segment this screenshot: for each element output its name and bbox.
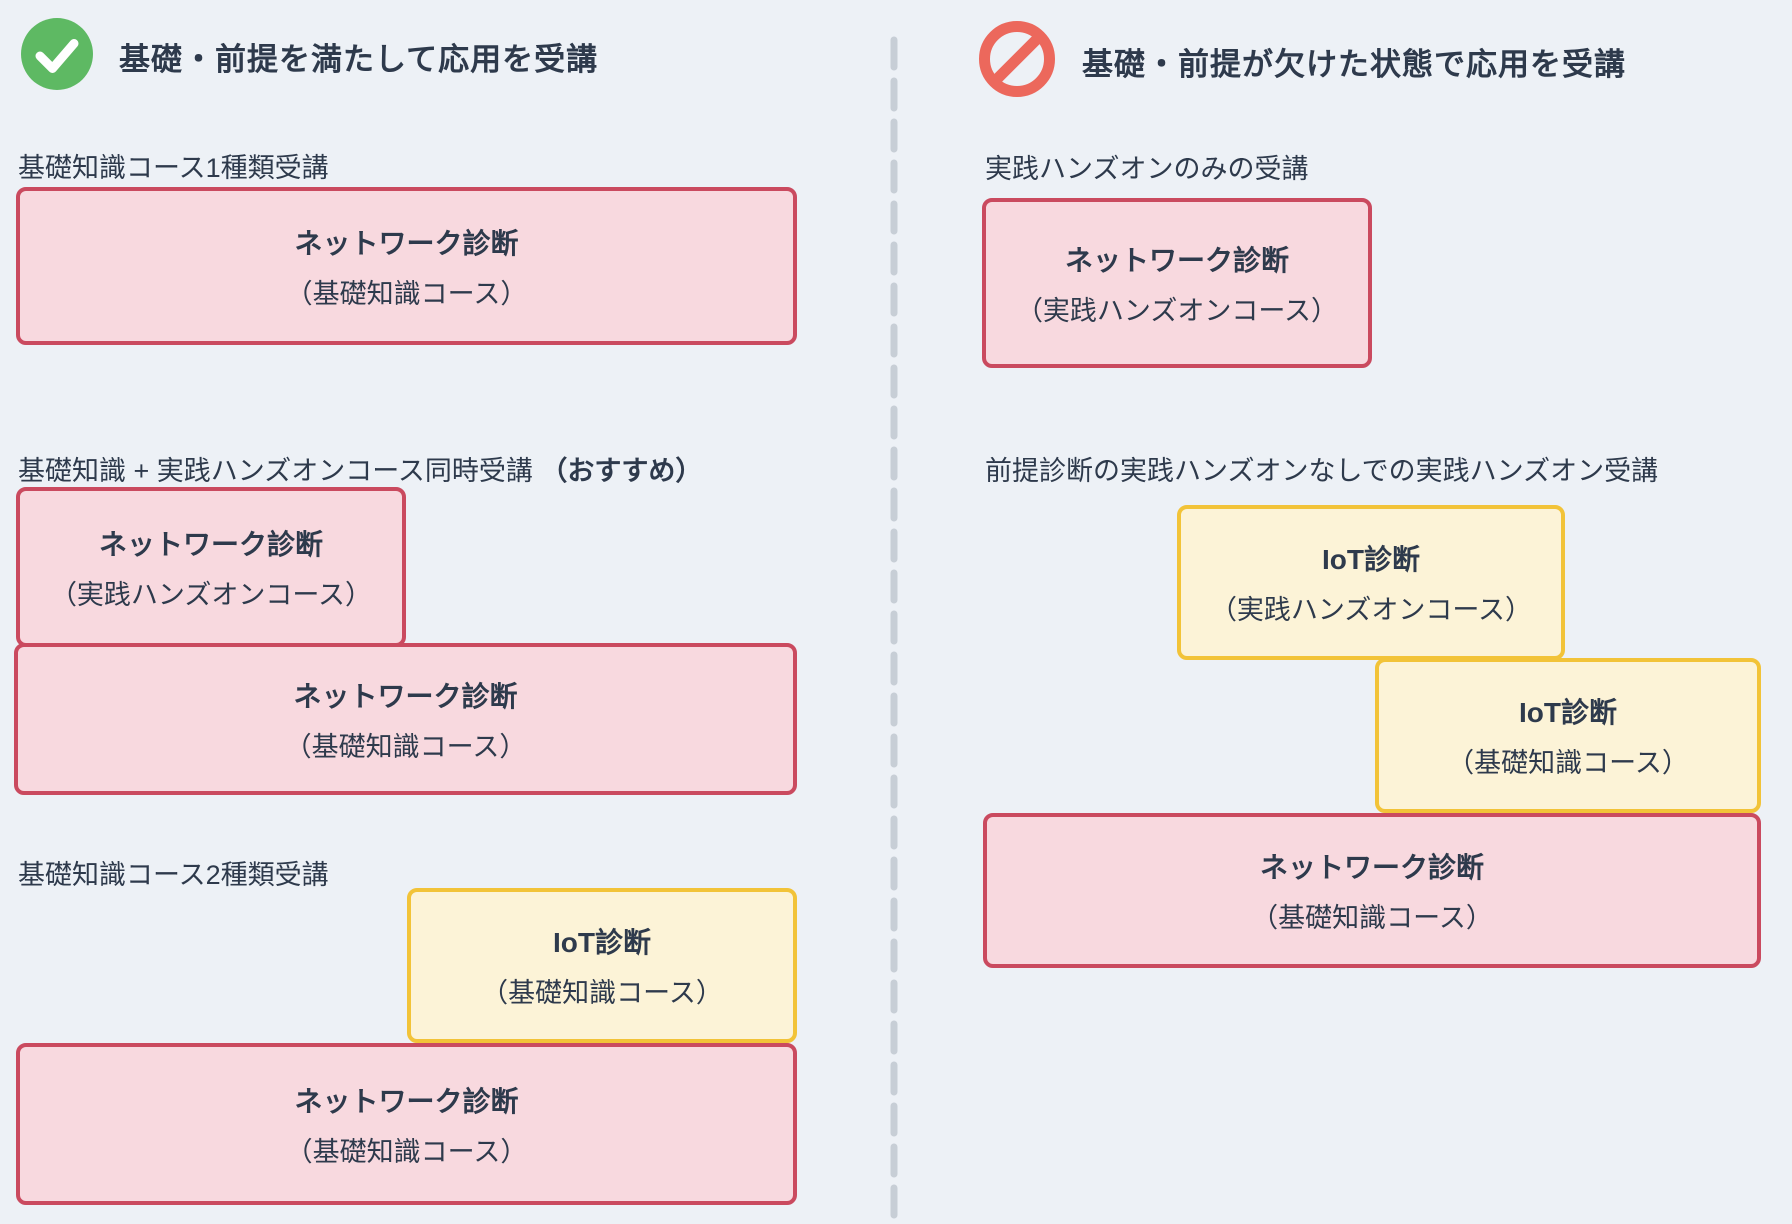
box-title: ネットワーク診断 (294, 227, 519, 259)
box-title: IoT診断 (1322, 544, 1420, 575)
left-section2-label: 基礎知識 + 実践ハンズオンコース同時受講 （おすすめ） (18, 449, 702, 488)
box-subtitle: （基礎知識コース） (481, 978, 723, 1008)
box-title: ネットワーク診断 (98, 528, 323, 560)
left-section2-label-emphasis: （おすすめ） (540, 456, 703, 486)
left-section3-label: 基礎知識コース2種類受講 (18, 860, 329, 890)
prohibition-icon (978, 20, 1056, 103)
box-title: IoT診断 (1519, 697, 1617, 728)
box-subtitle: （基礎知識コース） (1251, 903, 1493, 933)
check-circle-icon (21, 18, 93, 95)
box-subtitle: （実践ハンズオンコース） (1209, 595, 1533, 625)
box-network-basic-1: ネットワーク診断 （基礎知識コース） (16, 187, 797, 345)
box-iot-handson-right: IoT診断 （実践ハンズオンコース） (1177, 505, 1565, 660)
box-network-basic-3: ネットワーク診断 （基礎知識コース） (16, 1043, 797, 1205)
box-subtitle: （基礎知識コース） (285, 278, 528, 309)
left-header-title: 基礎・前提を満たして応用を受講 (119, 42, 599, 77)
box-network-basic-2: ネットワーク診断 （基礎知識コース） (14, 643, 797, 795)
box-title: ネットワーク診断 (1259, 852, 1484, 883)
box-subtitle: （基礎知識コース） (284, 731, 527, 762)
box-network-handson-only: ネットワーク診断 （実践ハンズオンコース） (982, 198, 1372, 368)
right-header-title: 基礎・前提が欠けた状態で応用を受講 (1082, 47, 1626, 82)
box-subtitle: （基礎知識コース） (1447, 748, 1689, 778)
left-header: 基礎・前提を満たして応用を受講 (21, 18, 598, 95)
dashed-divider (890, 36, 898, 1224)
box-subtitle: （実践ハンズオンコース） (49, 579, 373, 610)
box-iot-basic-left: IoT診断 （基礎知識コース） (407, 888, 797, 1043)
box-network-basic-right: ネットワーク診断 （基礎知識コース） (983, 813, 1761, 968)
box-subtitle: （実践ハンズオンコース） (1015, 295, 1339, 326)
box-title: ネットワーク診断 (293, 680, 518, 712)
box-iot-basic-right: IoT診断 （基礎知識コース） (1375, 658, 1761, 813)
right-section2-label: 前提診断の実践ハンズオンなしでの実践ハンズオン受講 (985, 456, 1659, 486)
left-section1-label: 基礎知識コース1種類受講 (18, 153, 329, 183)
box-title: IoT診断 (553, 927, 651, 958)
box-title: ネットワーク診断 (1064, 244, 1289, 276)
box-title: ネットワーク診断 (294, 1085, 519, 1117)
box-subtitle: （基礎知識コース） (285, 1136, 528, 1167)
right-header: 基礎・前提が欠けた状態で応用を受講 (978, 20, 1626, 103)
box-network-handson: ネットワーク診断 （実践ハンズオンコース） (16, 487, 406, 647)
right-section1-label: 実践ハンズオンのみの受講 (985, 154, 1309, 184)
left-section2-label-text: 基礎知識 + 実践ハンズオンコース同時受講 (18, 456, 533, 486)
